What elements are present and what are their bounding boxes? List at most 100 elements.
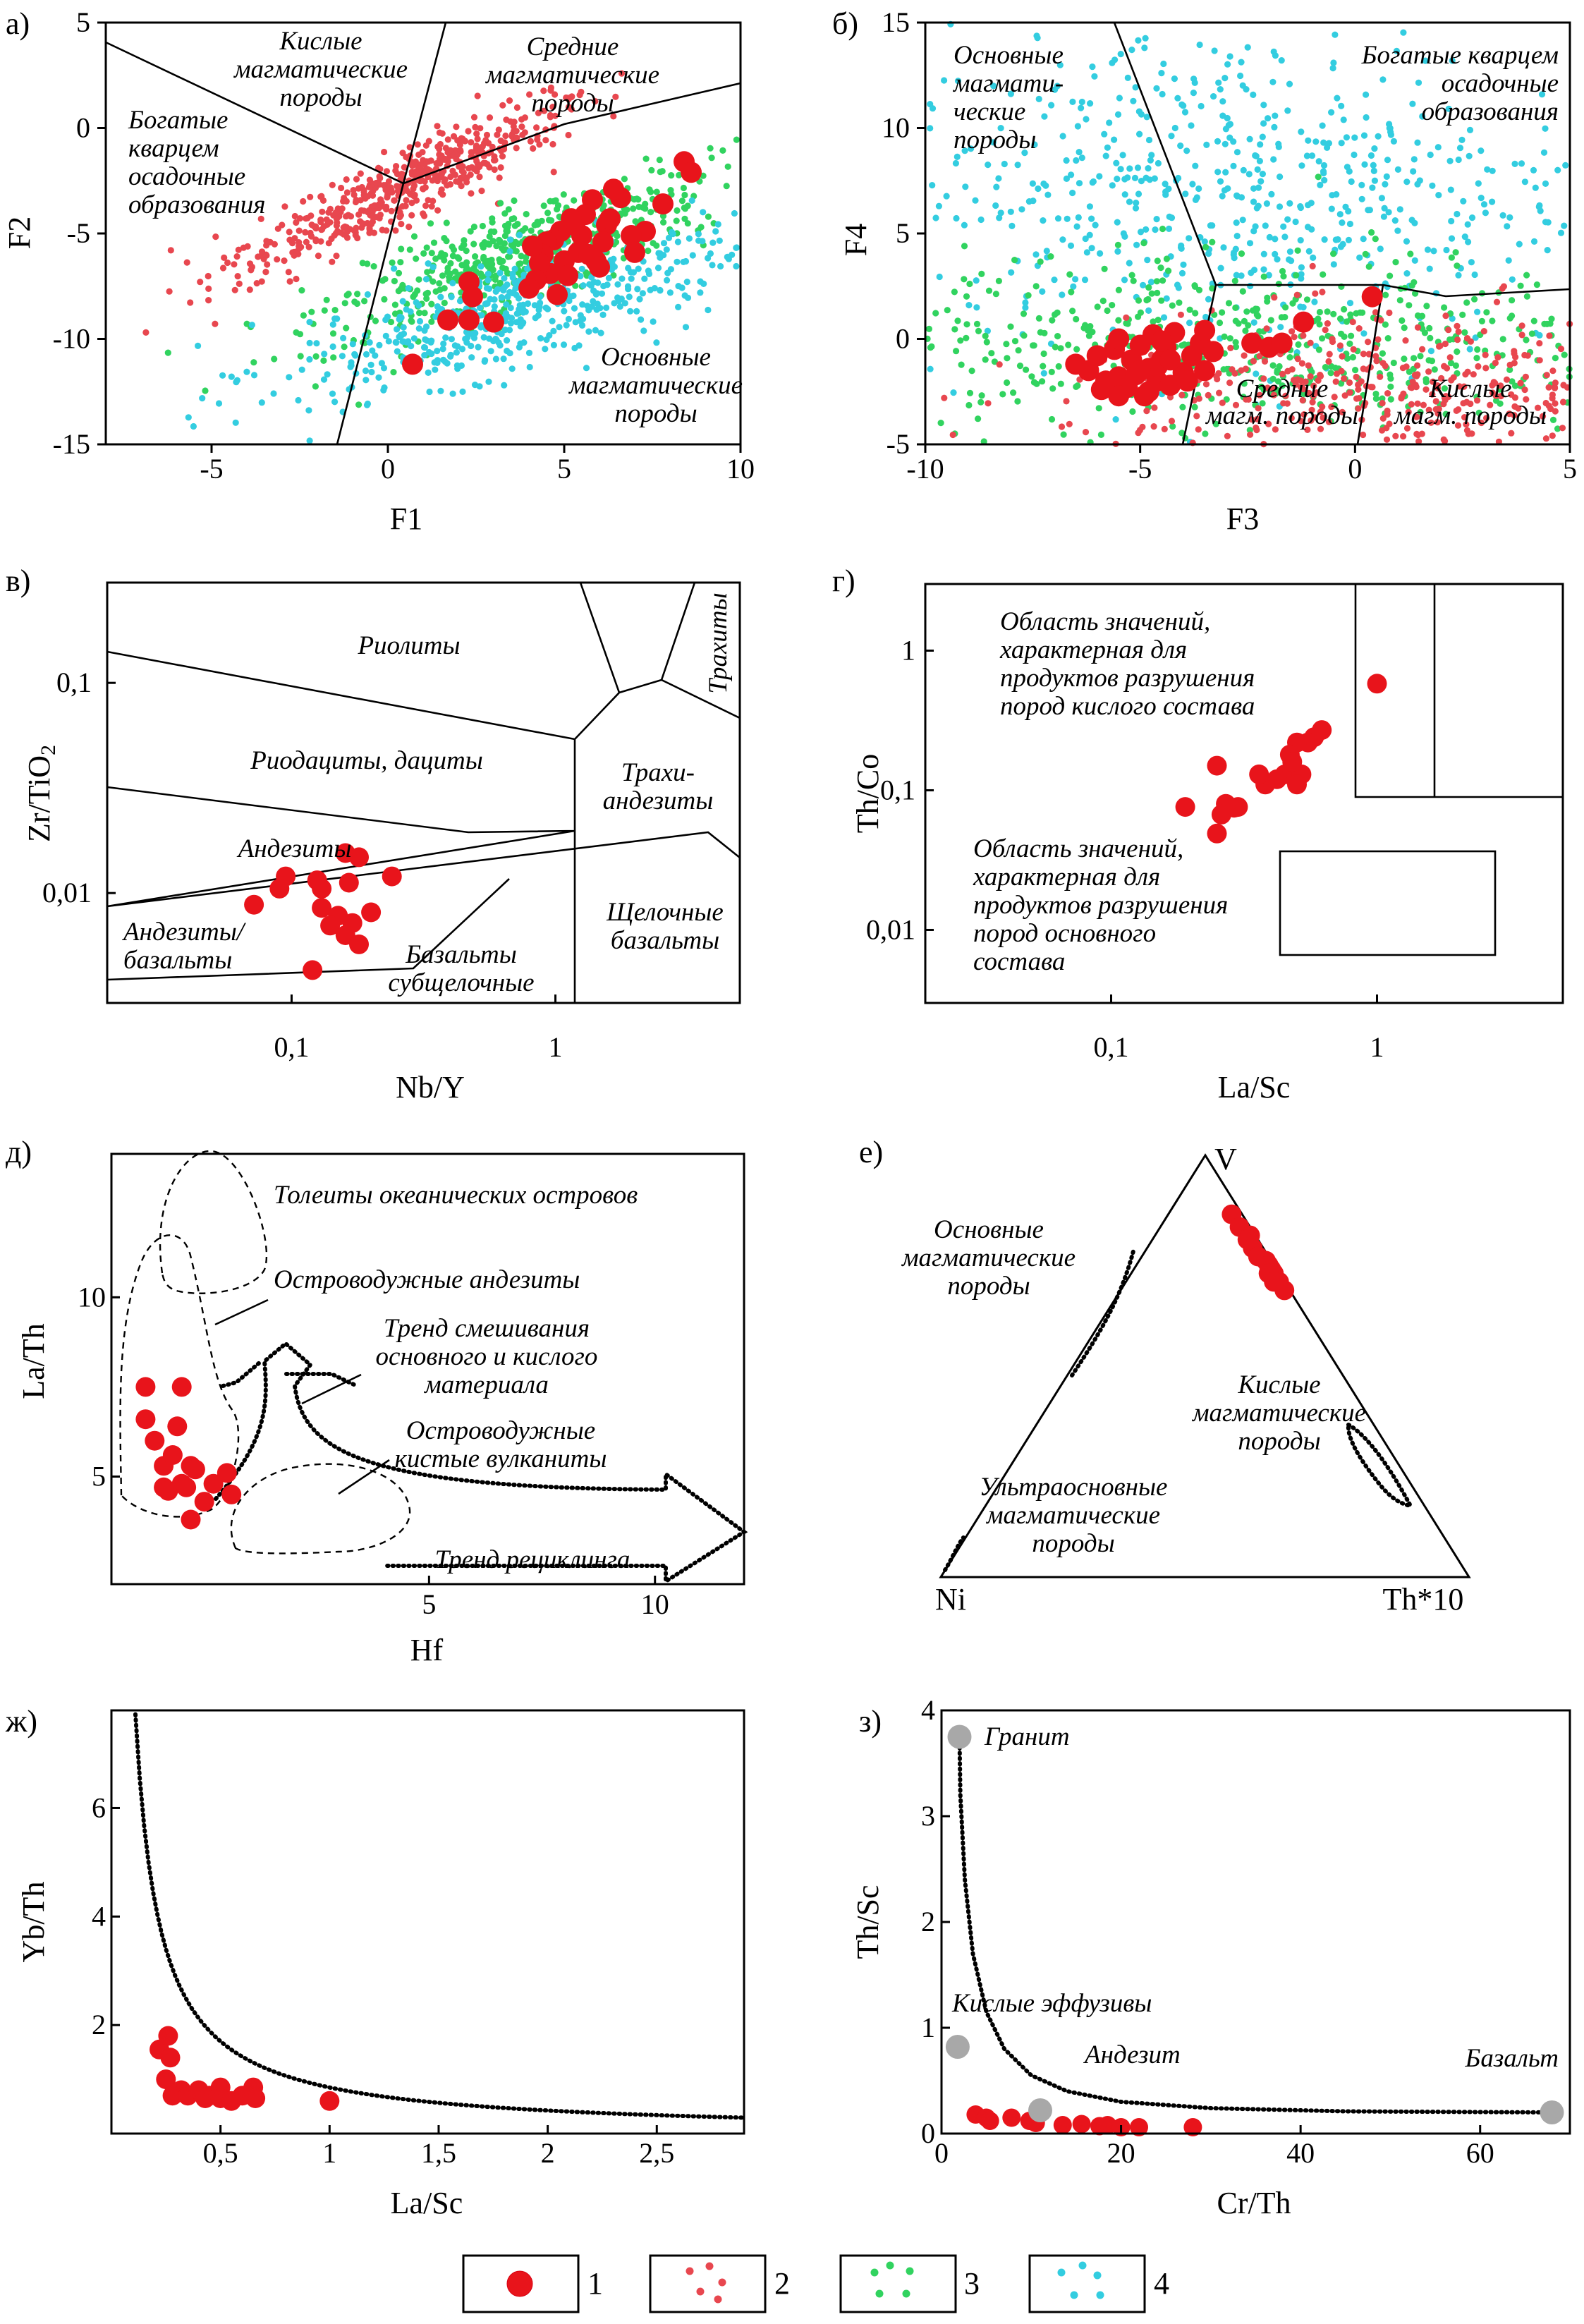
- background-point: [1269, 375, 1277, 382]
- background-point: [351, 191, 358, 198]
- background-point: [443, 219, 450, 226]
- data-point: [1287, 774, 1307, 795]
- annotation-felsic-line: Кислые: [1237, 1370, 1320, 1399]
- background-point: [1260, 375, 1267, 382]
- panel-e-group1-points: [135, 1377, 242, 1530]
- x-tick-label: 2: [541, 2137, 555, 2169]
- background-point: [1317, 181, 1324, 188]
- background-point: [1253, 427, 1260, 434]
- background-point: [1276, 203, 1284, 210]
- data-point: [158, 2026, 178, 2046]
- background-point: [1305, 362, 1312, 369]
- background-point: [528, 227, 535, 234]
- background-point: [1048, 102, 1055, 109]
- y-tick-label: 5: [92, 1461, 106, 1492]
- background-point: [333, 215, 340, 222]
- background-point: [958, 361, 965, 368]
- background-point: [164, 349, 171, 356]
- background-point: [1377, 317, 1384, 324]
- background-point: [1390, 359, 1397, 367]
- data-point: [195, 2088, 215, 2108]
- background-point: [527, 138, 535, 145]
- y-tick-label: -5: [67, 217, 90, 249]
- background-point: [1492, 359, 1499, 367]
- background-point: [1428, 358, 1436, 365]
- background-point: [936, 273, 943, 281]
- background-point: [674, 207, 681, 214]
- background-point: [467, 228, 474, 235]
- annotation-andesite-basalts: Андезиты/базальты: [121, 918, 247, 975]
- annotation-intermediate-line: Средние: [1236, 375, 1329, 403]
- annotation-arc-felsic-line: Островодужные: [406, 1416, 595, 1445]
- background-point: [1056, 61, 1064, 68]
- y-axis-label: Th/Co: [851, 754, 885, 833]
- background-point: [1210, 93, 1217, 100]
- x-tick-label: 5: [422, 1588, 436, 1620]
- background-point: [1447, 186, 1454, 193]
- background-point: [376, 173, 383, 180]
- background-point: [250, 372, 258, 379]
- background-point: [513, 145, 520, 152]
- background-point: [434, 177, 441, 185]
- background-point: [1160, 314, 1168, 321]
- background-point: [723, 183, 730, 190]
- background-point: [388, 188, 395, 195]
- background-point: [1384, 411, 1391, 418]
- background-point: [1069, 308, 1076, 315]
- panel-h: з): [859, 1704, 1571, 2136]
- background-point: [398, 245, 405, 253]
- background-point: [243, 368, 250, 375]
- background-point: [1256, 157, 1263, 164]
- vertex-ni: Ni: [935, 1582, 966, 1617]
- background-point: [369, 192, 377, 199]
- background-point: [270, 390, 277, 397]
- background-point: [1078, 104, 1085, 111]
- background-point: [1315, 346, 1322, 353]
- ternary-field-mafic: [1070, 1246, 1136, 1377]
- background-point: [1003, 341, 1010, 348]
- panel-g: ж): [5, 1704, 745, 2135]
- background-point: [590, 279, 598, 286]
- background-point: [477, 125, 484, 132]
- background-point: [324, 371, 331, 378]
- background-point: [1509, 297, 1516, 304]
- background-point: [1463, 299, 1470, 306]
- background-point: [614, 281, 621, 288]
- background-point: [1219, 399, 1226, 406]
- y-axis-label: Yb/Th: [16, 1882, 51, 1963]
- background-point: [1162, 191, 1169, 198]
- data-point: [349, 934, 369, 954]
- vertex-th: Th*10: [1383, 1582, 1464, 1617]
- background-point: [1442, 312, 1449, 320]
- background-point: [1312, 138, 1320, 145]
- background-point: [484, 241, 491, 248]
- background-point: [235, 246, 242, 253]
- background-point: [1159, 90, 1166, 98]
- background-point: [1113, 159, 1120, 166]
- legend: 1 2 3 4: [462, 2254, 1169, 2313]
- annotation-acid-line: магм. породы: [1393, 401, 1547, 430]
- background-point: [1552, 400, 1559, 407]
- background-point: [454, 343, 461, 350]
- background-point: [1470, 371, 1477, 378]
- annotation-andesite: Андезит: [1083, 2040, 1181, 2069]
- background-point: [343, 324, 350, 331]
- panel-a: а): [6, 6, 742, 446]
- data-point: [194, 1492, 214, 1512]
- background-point: [965, 401, 973, 409]
- background-point: [1349, 353, 1356, 361]
- data-point: [1053, 2116, 1072, 2134]
- background-point: [1438, 375, 1445, 382]
- background-point: [1031, 141, 1038, 148]
- background-point: [1293, 291, 1300, 298]
- background-point: [1033, 380, 1040, 387]
- background-point: [470, 165, 477, 173]
- background-point: [1010, 389, 1017, 396]
- data-point: [652, 193, 674, 215]
- background-point: [1260, 273, 1267, 280]
- background-point: [1274, 378, 1282, 385]
- vertex-v: V: [1214, 1142, 1237, 1176]
- data-point: [156, 2069, 176, 2090]
- background-point: [1453, 407, 1460, 415]
- background-point: [1533, 281, 1540, 288]
